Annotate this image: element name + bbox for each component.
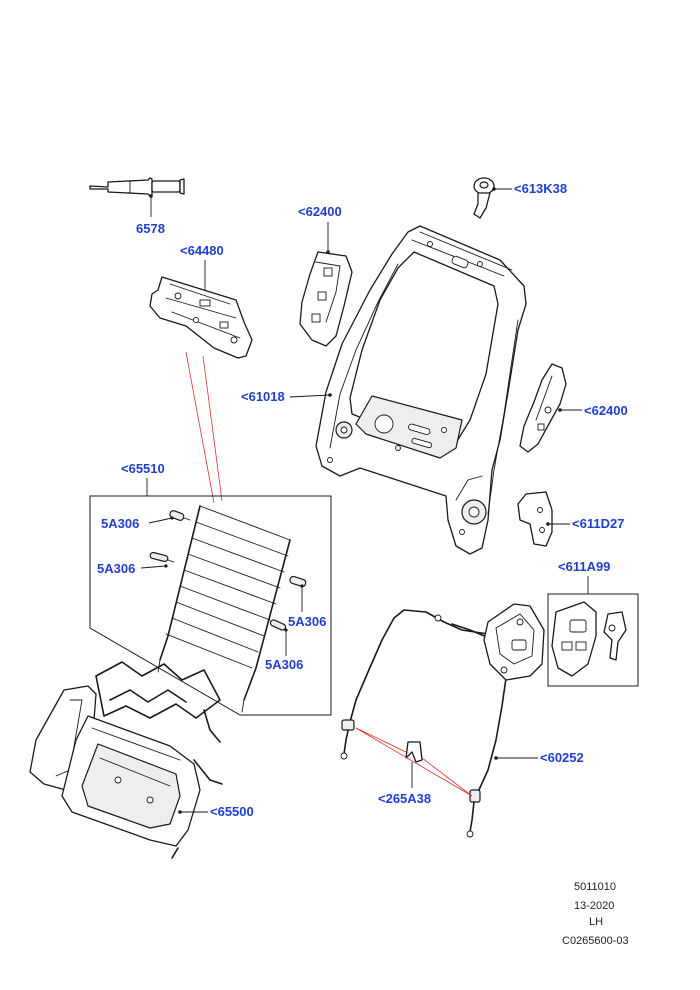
- info-drawing-number: C0265600-03: [562, 935, 629, 947]
- drawing-info-block: 5011010 13-2020 LH C0265600-03: [562, 881, 629, 947]
- label-265a38[interactable]: <265A38: [378, 791, 431, 806]
- part-5a306-spring-a: [148, 510, 191, 524]
- label-64480[interactable]: <64480: [180, 243, 224, 258]
- label-5a306-b[interactable]: 5A306: [97, 561, 135, 576]
- lumbar-group-outline: [89, 495, 332, 716]
- part-60252-cable-harness: [340, 603, 545, 838]
- label-62400-right[interactable]: <62400: [584, 403, 628, 418]
- part-65500-seat-back-pad: [29, 661, 223, 859]
- part-611a99-switch-bezel: [551, 601, 627, 677]
- part-613k38-adjuster-knob: [473, 177, 512, 219]
- part-62400-side-trim-cover: [299, 251, 353, 347]
- label-65500[interactable]: <65500: [210, 804, 254, 819]
- label-611d27[interactable]: <611D27: [572, 516, 624, 531]
- label-611a99[interactable]: <611A99: [558, 559, 610, 574]
- info-date: 13-2020: [574, 900, 614, 912]
- part-5a306-spring-d: [269, 619, 288, 656]
- part-5a306-spring-c: [289, 575, 307, 612]
- label-613k38[interactable]: <613K38: [514, 181, 567, 196]
- part-64480-control-module: [149, 276, 253, 359]
- label-5a306-a[interactable]: 5A306: [101, 516, 139, 531]
- label-62400-top[interactable]: <62400: [298, 204, 342, 219]
- label-6578[interactable]: 6578: [136, 221, 165, 236]
- part-61018-seat-back-frame: [315, 225, 527, 555]
- part-lumbar-support-mat: [157, 505, 291, 713]
- info-code: 5011010: [574, 881, 616, 893]
- part-611d27-bracket: [517, 491, 570, 547]
- part-265a38-clip: [405, 741, 423, 788]
- info-side: LH: [589, 916, 603, 928]
- part-62400-recliner-cover: [519, 363, 582, 453]
- label-65510[interactable]: <65510: [121, 461, 165, 476]
- label-5a306-c[interactable]: 5A306: [288, 614, 326, 629]
- label-60252[interactable]: <60252: [540, 750, 584, 765]
- label-61018[interactable]: <61018: [241, 389, 285, 404]
- part-6578-grease-syringe: [89, 177, 185, 217]
- part-5a306-spring-b: [140, 551, 175, 569]
- label-5a306-d[interactable]: 5A306: [265, 657, 303, 672]
- part-611a99-outline: [547, 593, 639, 687]
